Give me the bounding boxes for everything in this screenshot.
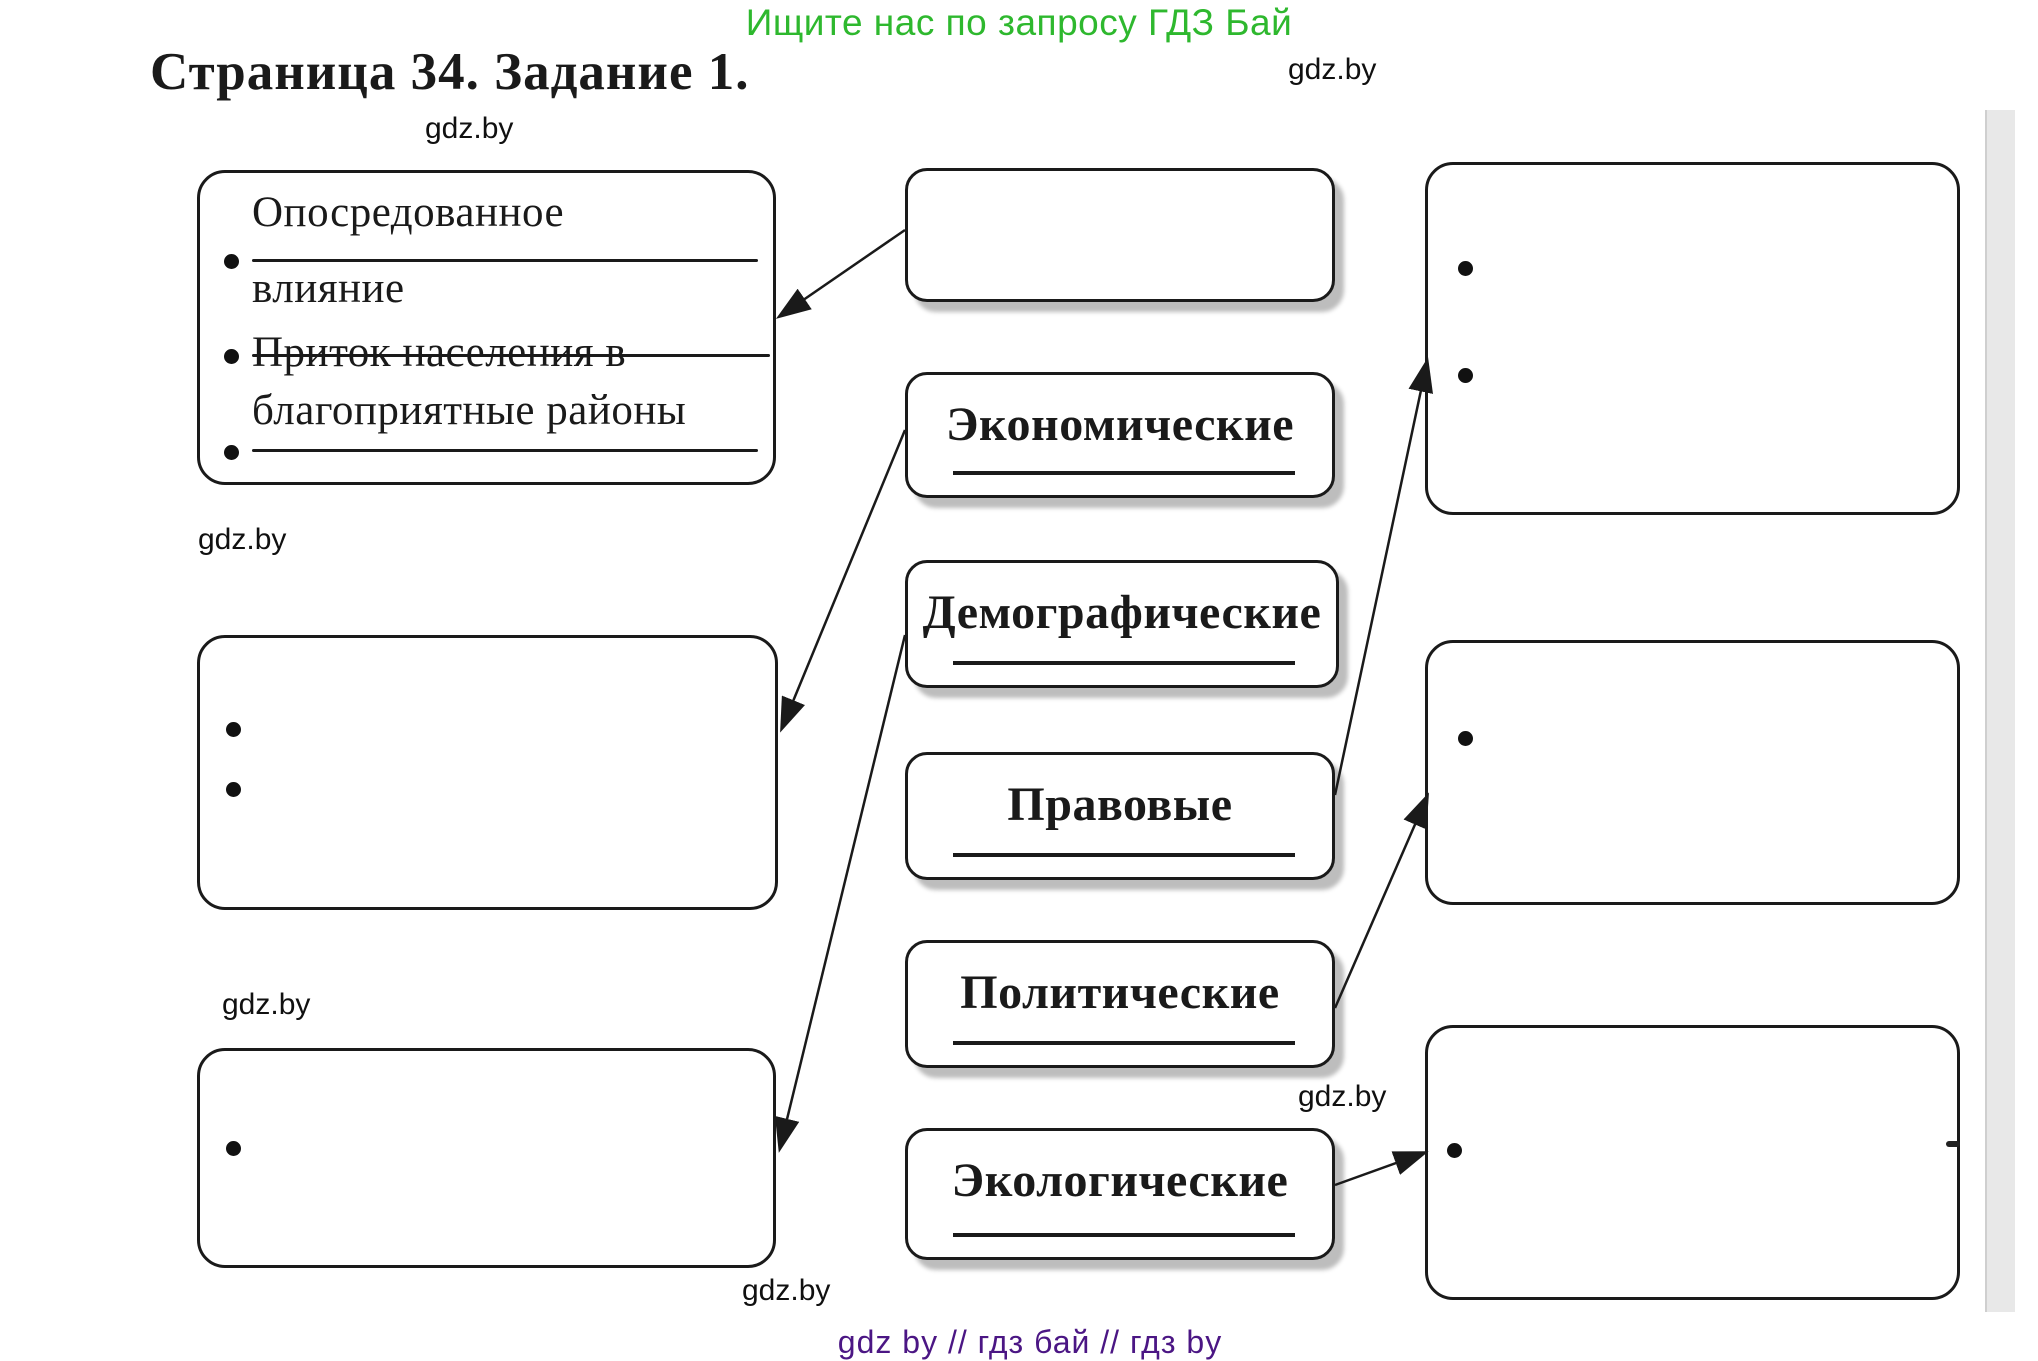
ruled-blank-line [252,354,770,357]
factor-box-legal: Правовые [905,752,1335,880]
answer-box-right-middle [1425,640,1960,905]
bullet-marker [226,1141,241,1156]
footer-watermark: gdz by // гдз бай // гдз by [837,1324,1223,1360]
answer-box-left-bottom [197,1048,776,1268]
ruled-blank-line [252,449,758,452]
watermark-bottom-center: gdz.by [742,1274,831,1307]
stray-mark-dash [1946,1141,1960,1147]
ruled-blank-line [252,259,758,262]
arrow-ecological-to-rightbottom [1334,1151,1429,1187]
answer-text-line: Опосредованное [252,189,565,236]
factor-underline [953,1233,1295,1237]
answer-box-left-middle [197,635,778,910]
arrow-topmiddle-to-lefttop [775,228,906,319]
watermark-left-middle: gdz.by [198,523,287,556]
arrow-demographic-to-leftbottom [774,634,907,1153]
factor-label: Экономические [945,398,1295,451]
watermark-top-right: gdz.by [1288,53,1377,86]
bullet-marker [224,254,239,269]
factor-box-ecological: Экологические [905,1128,1335,1260]
factor-box-political: Политические [905,940,1335,1068]
bullet-marker [226,722,241,737]
bullet-marker [1458,731,1473,746]
scan-edge-strip [1985,110,2015,1312]
factor-underline [953,853,1295,857]
factor-box-empty [905,168,1335,302]
answer-box-right-top [1425,162,1960,515]
answer-text-line: Приток населения в [252,329,627,376]
bullet-marker [226,782,241,797]
arrow-economic-to-leftmiddle [780,429,907,733]
bullet-marker [1447,1143,1462,1158]
factor-underline [953,471,1295,475]
answer-box-direct-factors: Опосредованное влияние Приток населения … [197,170,776,485]
factor-box-economic: Экономические [905,372,1335,498]
arrow-political-to-rightmiddle [1333,792,1429,1009]
factor-label: Демографические [922,586,1322,639]
answer-text-line: благоприятные районы [252,387,687,434]
bullet-marker [224,349,239,364]
answer-box-right-bottom [1425,1025,1960,1300]
promo-banner: Ищите нас по запросу ГДЗ Бай [745,2,1293,43]
bullet-marker [1458,261,1473,276]
page-title: Страница 34. Задание 1. [150,43,750,101]
factor-label: Политические [960,966,1280,1019]
bullet-marker [1458,368,1473,383]
factor-box-demographic: Демографические [905,560,1339,688]
factor-label: Правовые [1007,778,1233,831]
factor-underline [953,661,1295,665]
watermark-right-of-political: gdz.by [1298,1080,1387,1113]
watermark-under-title: gdz.by [425,112,514,145]
bullet-marker [224,445,239,460]
factor-label: Экологические [951,1154,1289,1207]
factor-underline [953,1041,1295,1045]
arrow-legal-to-righttop [1333,357,1433,796]
answer-text-line: влияние [252,265,405,312]
watermark-left-bottom: gdz.by [222,988,311,1021]
